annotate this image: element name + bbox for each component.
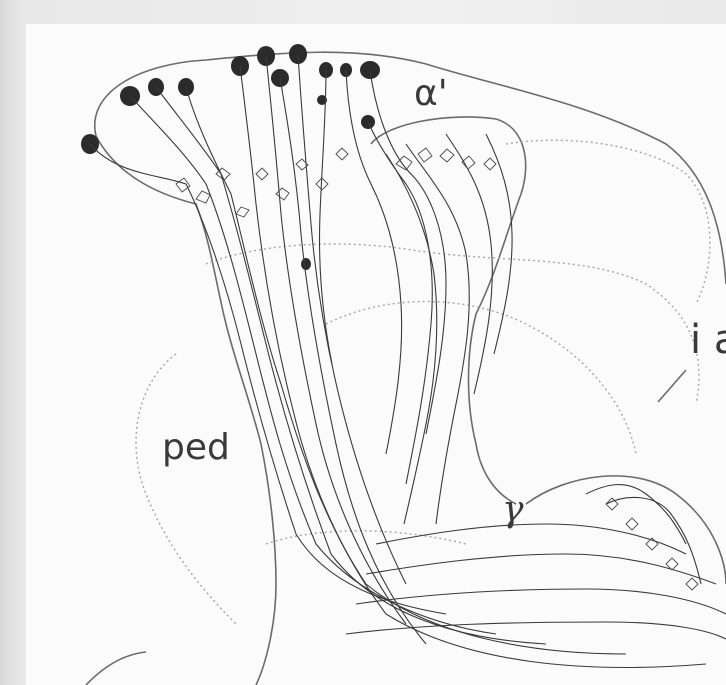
- neurite: [240, 66, 706, 667]
- neuron-projections: [90, 54, 726, 667]
- gamma-lobe-outline: [526, 476, 726, 584]
- mushroom-body-neuron-drawing: α' ped γ i a: [26, 24, 726, 685]
- neuron-diagram-svg: [26, 24, 726, 685]
- dotted-outline-right-bulb: [506, 140, 710, 304]
- neurite: [280, 78, 426, 644]
- inner-antennocerebral-tract-label: i a: [690, 320, 726, 360]
- neurite: [346, 622, 726, 639]
- pedunculus-label: ped: [162, 430, 230, 466]
- neurite: [356, 589, 726, 614]
- neurite: [130, 96, 496, 634]
- gamma-lobe-label: γ: [502, 492, 524, 528]
- neurite: [366, 554, 716, 584]
- dendritic-arbors: [176, 148, 698, 590]
- neurite: [346, 70, 402, 454]
- neurite: [320, 70, 333, 364]
- kenyon-cell-bodies: [81, 44, 380, 270]
- cell-body: [301, 258, 311, 270]
- alpha-prime-lobe-label: α': [414, 76, 448, 112]
- dotted-outline-lower-arc: [326, 302, 636, 455]
- dotted-neuropil-outlines: [136, 140, 710, 624]
- bottom-left-outline: [86, 652, 146, 685]
- left-lobe-outline: [96, 136, 276, 685]
- calyx-arbor: [176, 168, 249, 217]
- brain-outline-group: [86, 52, 726, 685]
- neurite: [90, 144, 446, 614]
- neurite: [376, 524, 686, 554]
- calyx-arbor: [256, 148, 348, 200]
- gamma-tip-arbor: [606, 498, 698, 590]
- dotted-outline-inner-left: [136, 354, 236, 624]
- neurite: [486, 134, 512, 354]
- i-a-pointer-line: [658, 370, 686, 402]
- neurite: [186, 87, 626, 654]
